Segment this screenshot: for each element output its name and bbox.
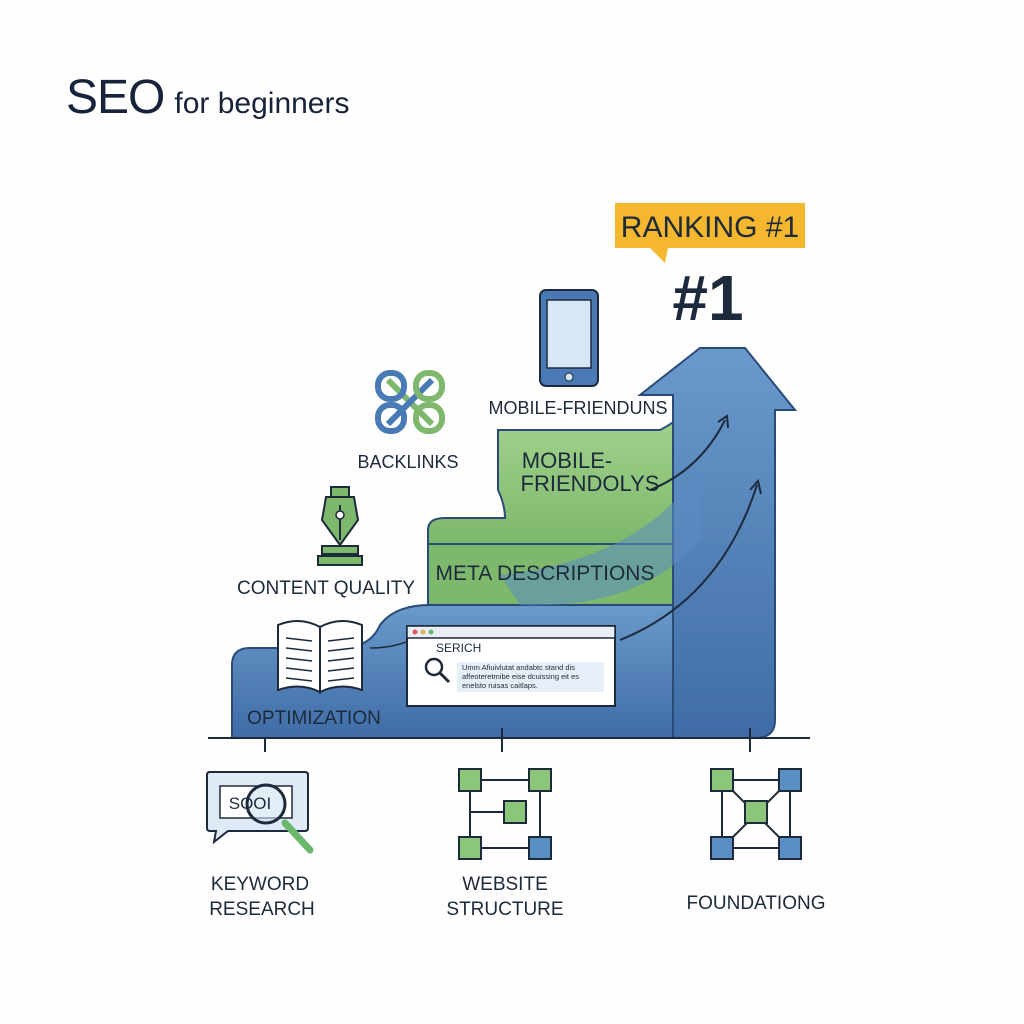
keyword-label-line1: KEYWORD: [211, 874, 309, 895]
curve-arrow-upper-head: [717, 414, 729, 429]
title-main: SEO: [66, 71, 165, 124]
page-title: SEO for beginners: [66, 70, 349, 125]
mobile-stage-label-line2: FRIENDOLYS: [521, 471, 660, 496]
website-structure-icon: [458, 768, 552, 860]
keyword-research-icon: [206, 771, 314, 854]
keyword-label-line2: RESEARCH: [209, 899, 315, 920]
chain-link-icon: [375, 370, 445, 434]
meta-descriptions-label: META DESCRIPTIONS: [436, 562, 655, 585]
mobile-stage-label-line1: MOBILE-: [522, 448, 612, 473]
content-quality-label: CONTENT QUALITY: [237, 578, 415, 599]
foundation-icon: [710, 768, 802, 860]
curve-arrow-upper: [649, 419, 726, 491]
website-label-line2: STRUCTURE: [446, 899, 563, 920]
keyword-bubble-text: SOOI: [229, 794, 272, 813]
curve-arrow-lower-head: [749, 478, 762, 495]
arrow-sweep-shape: [500, 470, 700, 606]
backlinks-label: BACKLINKS: [357, 452, 458, 472]
search-window-line-2: affeoteretmibe eise dcuissing eit es: [462, 672, 579, 681]
foundation-label: FOUNDATIONG: [687, 893, 826, 914]
search-window-label: SERICH: [436, 641, 481, 655]
search-window-line-1: Umm Afiuivlutat andabtc stand dis: [462, 663, 575, 672]
curve-arrow-lower: [619, 484, 758, 641]
ranking-number: #1: [672, 262, 743, 334]
website-label-line1: WEBSITE: [462, 874, 548, 895]
title-sub: for beginners: [174, 87, 350, 120]
phone-icon: [539, 289, 599, 387]
mobile-top-label: MOBILE-FRIENDUNS: [488, 398, 667, 418]
optimization-label: OPTIMIZATION: [247, 708, 381, 729]
search-window: [406, 625, 616, 707]
search-window-line-3: enelsto ruisas caitlaps.: [462, 681, 538, 690]
pen-nib-icon: [317, 486, 363, 566]
ranking-badge-text: RANKING #1: [621, 211, 799, 244]
ranking-badge: RANKING #1: [615, 203, 805, 263]
book-icon: [277, 620, 363, 694]
